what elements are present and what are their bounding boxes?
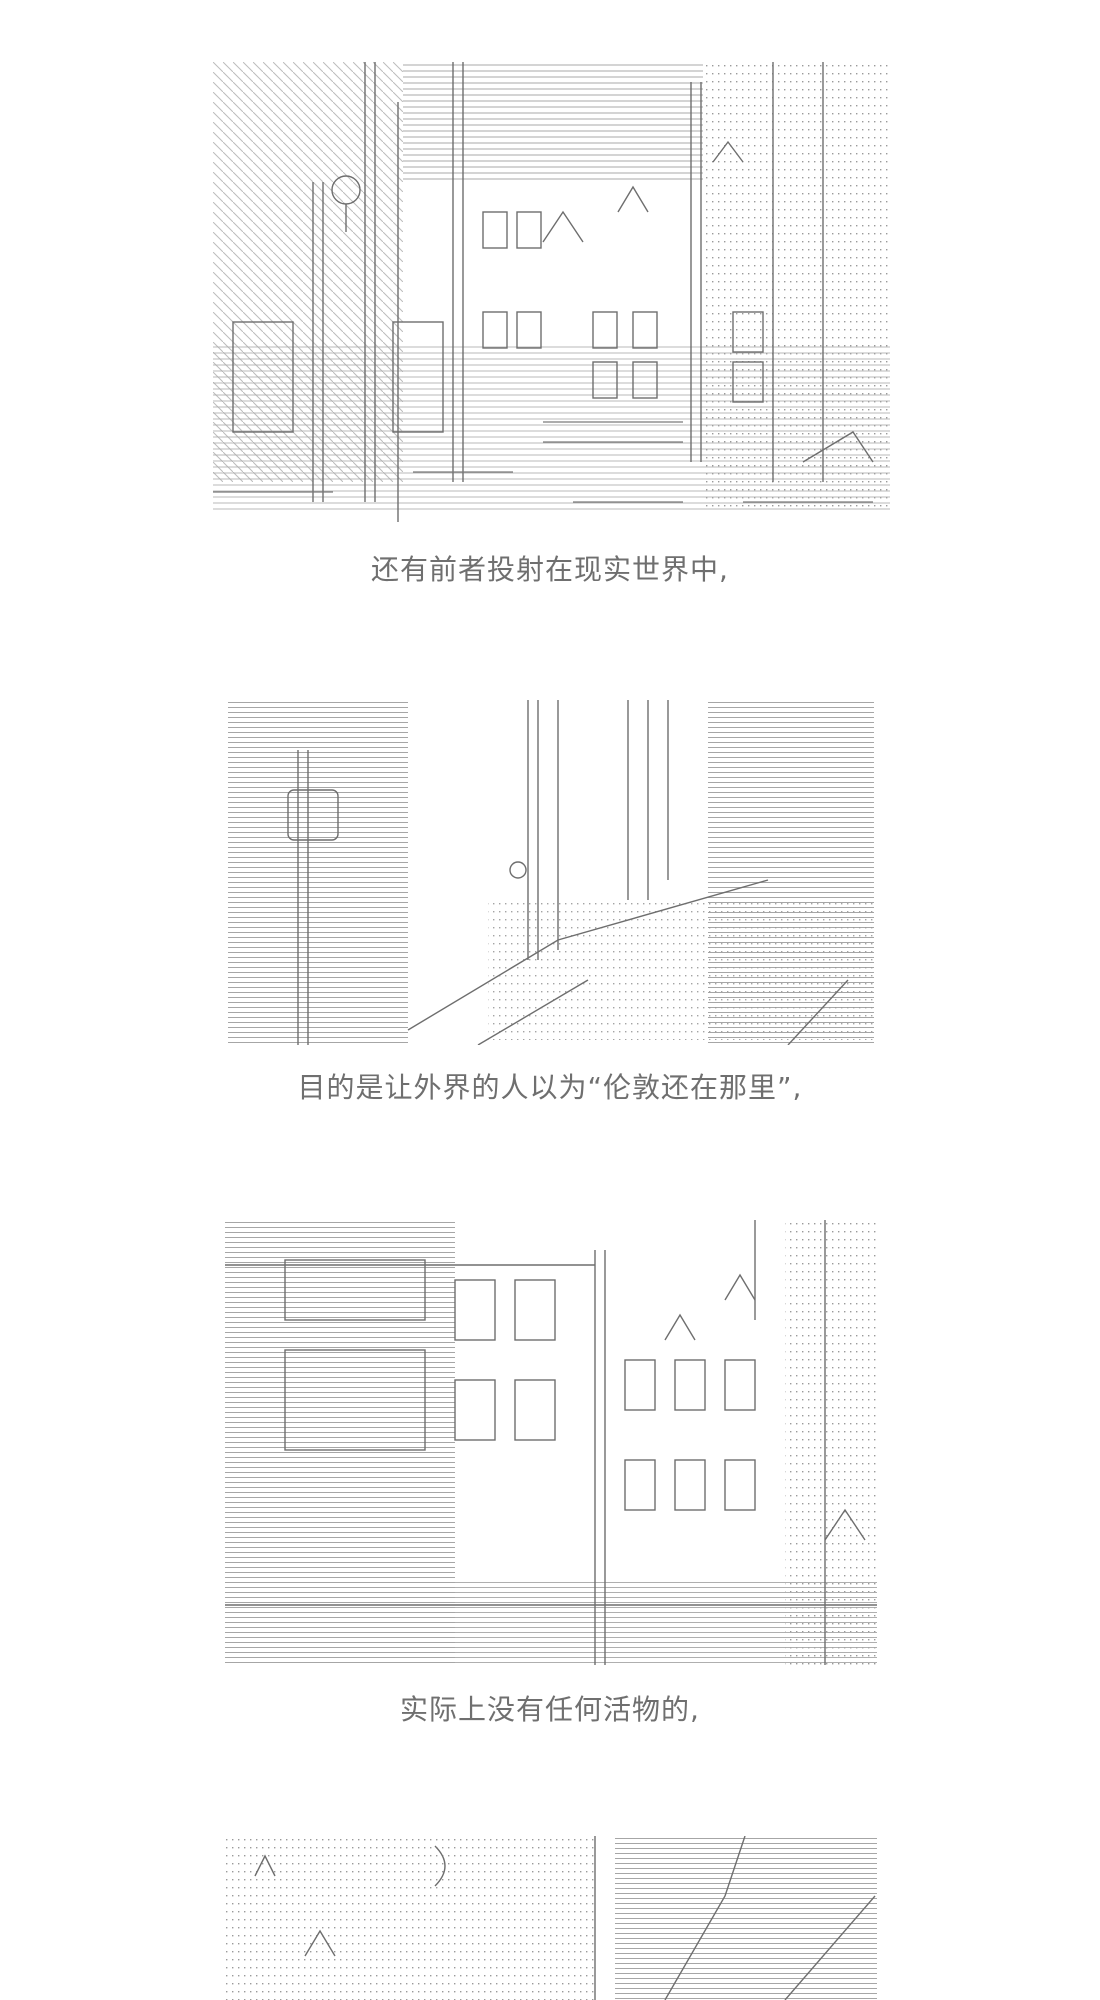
caption-2: 目的是让外界的人以为“伦敦还在那里”, <box>297 1071 803 1104</box>
ascii-art-partial-scene-icon <box>225 1836 877 2000</box>
caption-1: 还有前者投射在现实世界中, <box>371 553 729 586</box>
ascii-art-panel-2 <box>228 700 874 1045</box>
ascii-art-panel-3 <box>225 1220 877 1665</box>
caption-3: 实际上没有任何活物的, <box>400 1693 700 1726</box>
ascii-art-street-scene-icon <box>213 62 890 524</box>
ascii-art-panel-4 <box>225 1836 877 2000</box>
ascii-art-facade-scene-icon <box>225 1220 877 1665</box>
ascii-art-panel-1 <box>213 62 890 524</box>
ascii-art-alley-scene-icon <box>228 700 874 1045</box>
